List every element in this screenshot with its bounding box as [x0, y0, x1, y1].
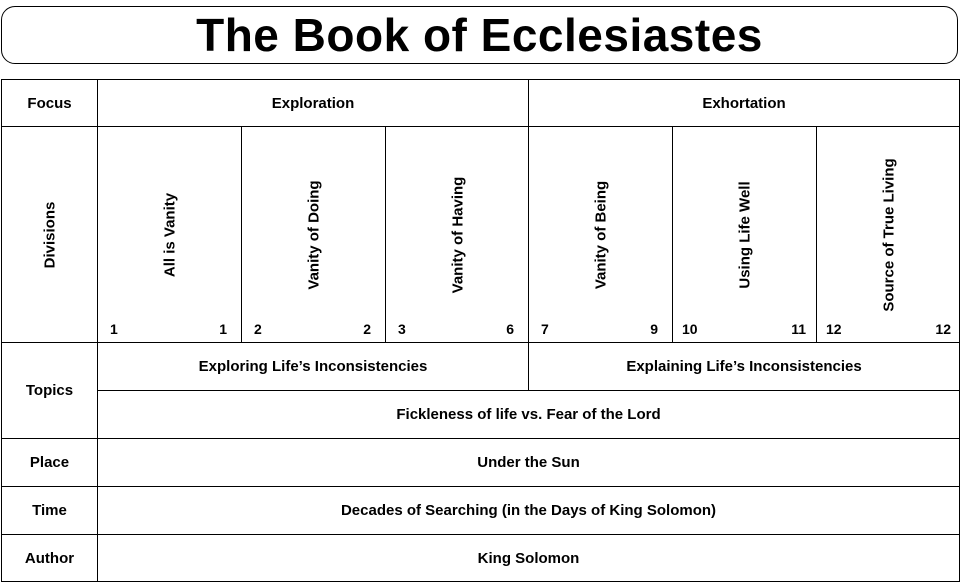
topics-explaining: Explaining Life’s Inconsistencies	[528, 342, 960, 391]
division-name: Vanity of Being	[592, 180, 610, 290]
division-end-chapter: 11	[791, 321, 806, 337]
division-start-chapter: 10	[682, 321, 698, 337]
place-value: Under the Sun	[97, 438, 960, 487]
division-end-chapter: 12	[935, 321, 951, 337]
chart-title-box: The Book of Ecclesiastes	[1, 6, 958, 64]
divisions-label-cell: Divisions	[1, 126, 98, 343]
place-label: Place	[1, 438, 98, 487]
division-name: All is Vanity	[161, 192, 179, 278]
division-start-chapter: 7	[541, 321, 549, 337]
division-name: Vanity of Doing	[305, 180, 323, 290]
division-end-chapter: 2	[363, 321, 371, 337]
chart-title: The Book of Ecclesiastes	[196, 9, 763, 61]
division-name: Source of True Living	[880, 158, 898, 312]
topics-theme: Fickleness of life vs. Fear of the Lord	[97, 390, 960, 439]
focus-label: Focus	[1, 79, 98, 127]
division-end-chapter: 6	[506, 321, 514, 337]
division-start-chapter: 12	[826, 321, 842, 337]
division-start-chapter: 3	[398, 321, 406, 337]
time-label: Time	[1, 486, 98, 535]
division-start-chapter: 2	[254, 321, 262, 337]
division-name: Using Life Well	[736, 181, 754, 289]
division-end-chapter: 9	[650, 321, 658, 337]
author-label: Author	[1, 534, 98, 582]
division-cell: Vanity of Being 7 9	[528, 126, 673, 343]
topics-label: Topics	[1, 342, 98, 439]
division-cell: Source of True Living 12 12	[816, 126, 960, 343]
focus-exhortation: Exhortation	[528, 79, 960, 127]
topics-exploring: Exploring Life’s Inconsistencies	[97, 342, 529, 391]
division-start-chapter: 1	[110, 321, 118, 337]
division-cell: Vanity of Doing 2 2	[241, 126, 386, 343]
author-value: King Solomon	[97, 534, 960, 582]
focus-exploration: Exploration	[97, 79, 529, 127]
division-cell: Vanity of Having 3 6	[385, 126, 529, 343]
division-name: Vanity of Having	[449, 176, 467, 294]
division-end-chapter: 1	[219, 321, 227, 337]
division-cell: Using Life Well 10 11	[672, 126, 817, 343]
time-value: Decades of Searching (in the Days of Kin…	[97, 486, 960, 535]
division-cell: All is Vanity 1 1	[97, 126, 242, 343]
divisions-label: Divisions	[41, 201, 59, 269]
